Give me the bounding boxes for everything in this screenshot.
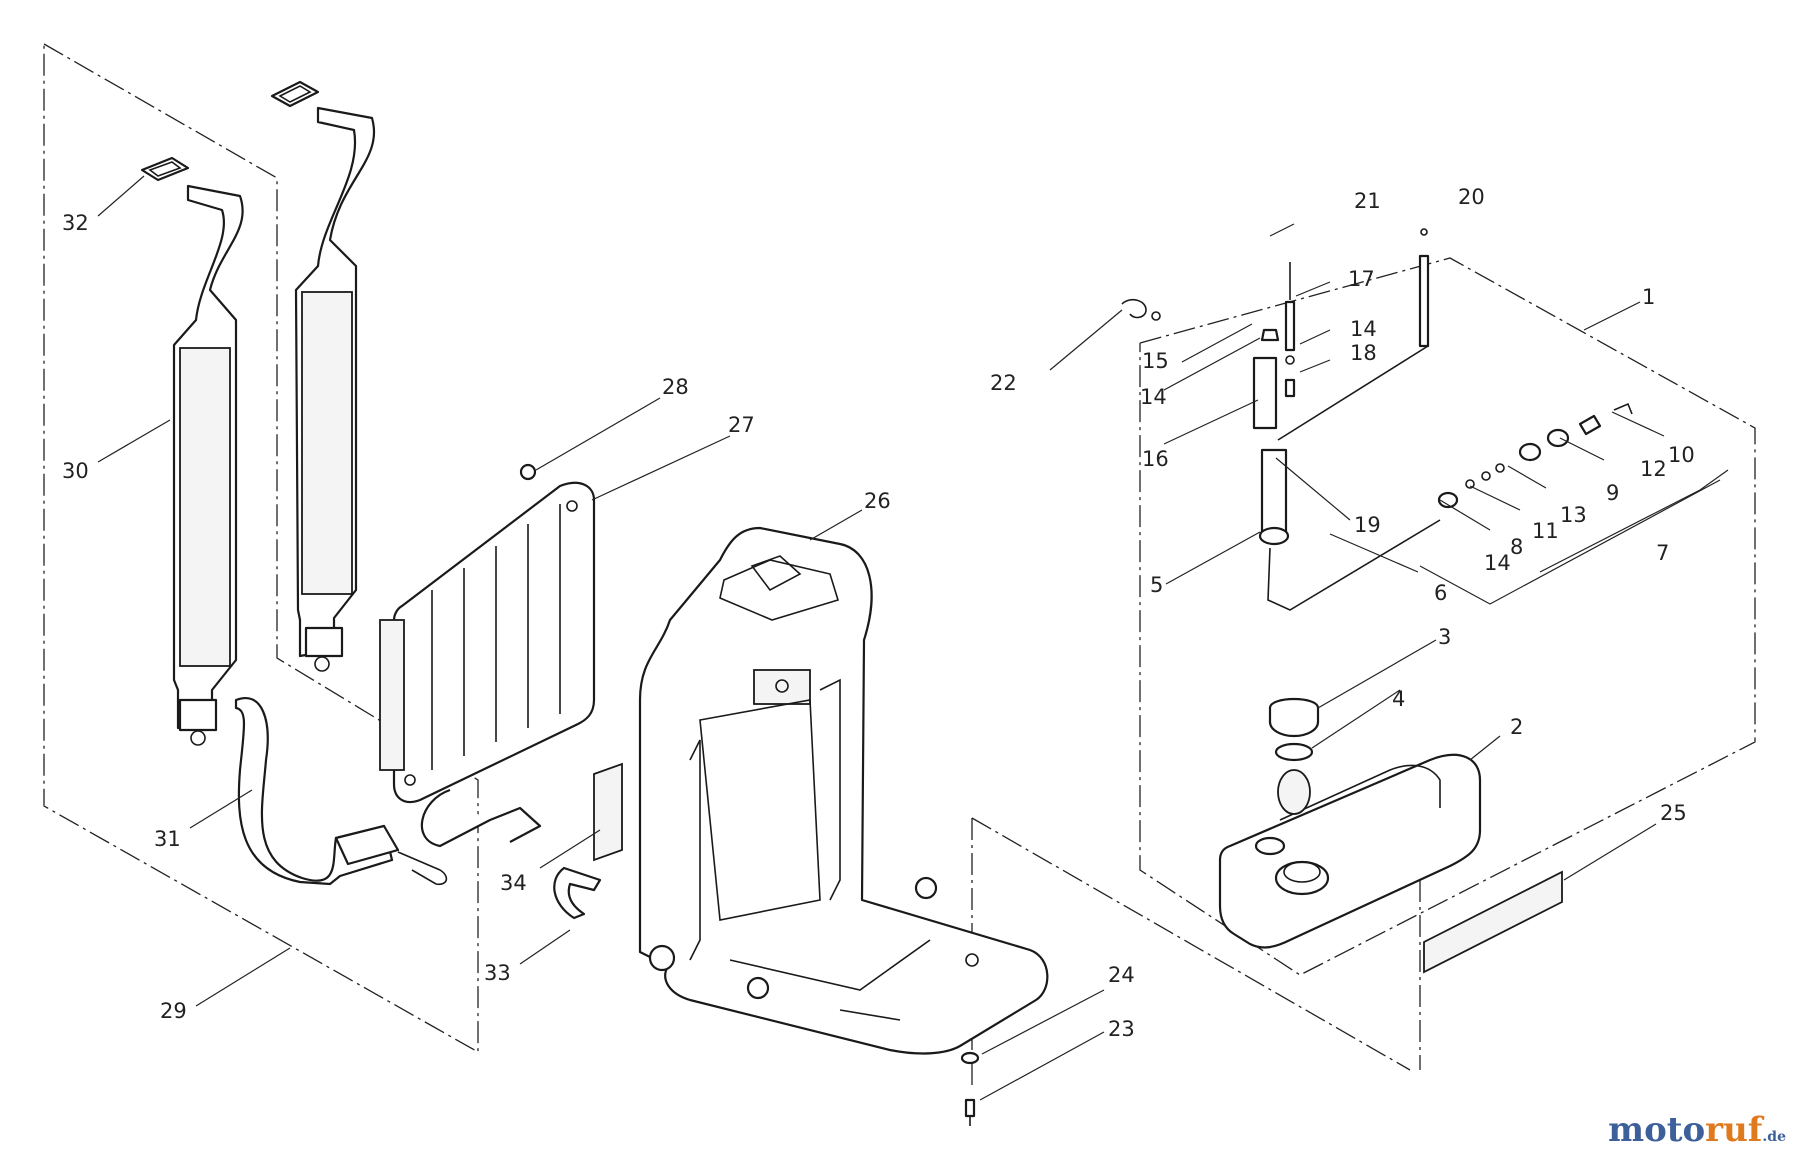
callout-16: 16 (1142, 447, 1169, 471)
callout-18: 18 (1350, 341, 1377, 365)
callout-34: 34 (500, 871, 527, 895)
callout-29: 29 (160, 999, 187, 1023)
assembly-boundaries (43, 43, 1756, 1090)
callout-30: 30 (62, 459, 89, 483)
motoruf-logo: motoruf.de (1608, 1110, 1786, 1150)
callout-14-upper: 14 (1350, 317, 1377, 341)
boundary-fuel-tank (1139, 257, 1756, 976)
backpack-frame (553, 526, 1049, 1055)
callout-5: 5 (1150, 573, 1163, 597)
fuel-tank (1218, 698, 1563, 974)
callout-11: 11 (1532, 519, 1559, 543)
fasteners (960, 1051, 980, 1126)
callout-20: 20 (1458, 185, 1485, 209)
callout-12: 12 (1640, 457, 1667, 481)
callout-6: 6 (1434, 581, 1447, 605)
callout-numbers: 1 2 3 4 5 6 7 8 9 10 11 12 13 14 14 14 1… (62, 185, 1695, 1041)
callout-14-lower: 14 (1484, 551, 1511, 575)
callout-33: 33 (484, 961, 511, 985)
callout-25: 25 (1660, 801, 1687, 825)
callout-22: 22 (990, 371, 1017, 395)
callout-7: 7 (1656, 541, 1669, 565)
callout-27: 27 (728, 413, 755, 437)
callout-10: 10 (1668, 443, 1695, 467)
callout-4: 4 (1392, 687, 1405, 711)
callout-23: 23 (1108, 1017, 1135, 1041)
fuel-line-assembly (1121, 228, 1633, 611)
callout-14-left: 14 (1140, 385, 1167, 409)
callout-31: 31 (154, 827, 181, 851)
logo-part-moto: moto (1608, 1110, 1706, 1150)
callout-21: 21 (1354, 189, 1381, 213)
callout-17: 17 (1348, 267, 1375, 291)
leader-lines (97, 175, 1729, 1101)
boundary-harness (43, 43, 479, 1054)
callout-32: 32 (62, 211, 89, 235)
shoulder-strap-left (140, 156, 244, 746)
callout-1: 1 (1642, 285, 1655, 309)
boundary-frame-lower (971, 817, 1411, 1071)
back-pad (379, 463, 596, 848)
shoulder-strap-right (270, 80, 375, 672)
callout-15: 15 (1142, 349, 1169, 373)
callout-13: 13 (1560, 503, 1587, 527)
callout-28: 28 (662, 375, 689, 399)
logo-part-ruf: ruf (1705, 1110, 1763, 1150)
callout-26: 26 (864, 489, 891, 513)
logo-suffix: .de (1762, 1129, 1786, 1145)
callout-3: 3 (1438, 625, 1451, 649)
callout-24: 24 (1108, 963, 1135, 987)
waist-belt (234, 697, 448, 886)
callout-9: 9 (1606, 481, 1619, 505)
callout-2: 2 (1510, 715, 1523, 739)
callout-8: 8 (1510, 535, 1523, 559)
callout-19: 19 (1354, 513, 1381, 537)
